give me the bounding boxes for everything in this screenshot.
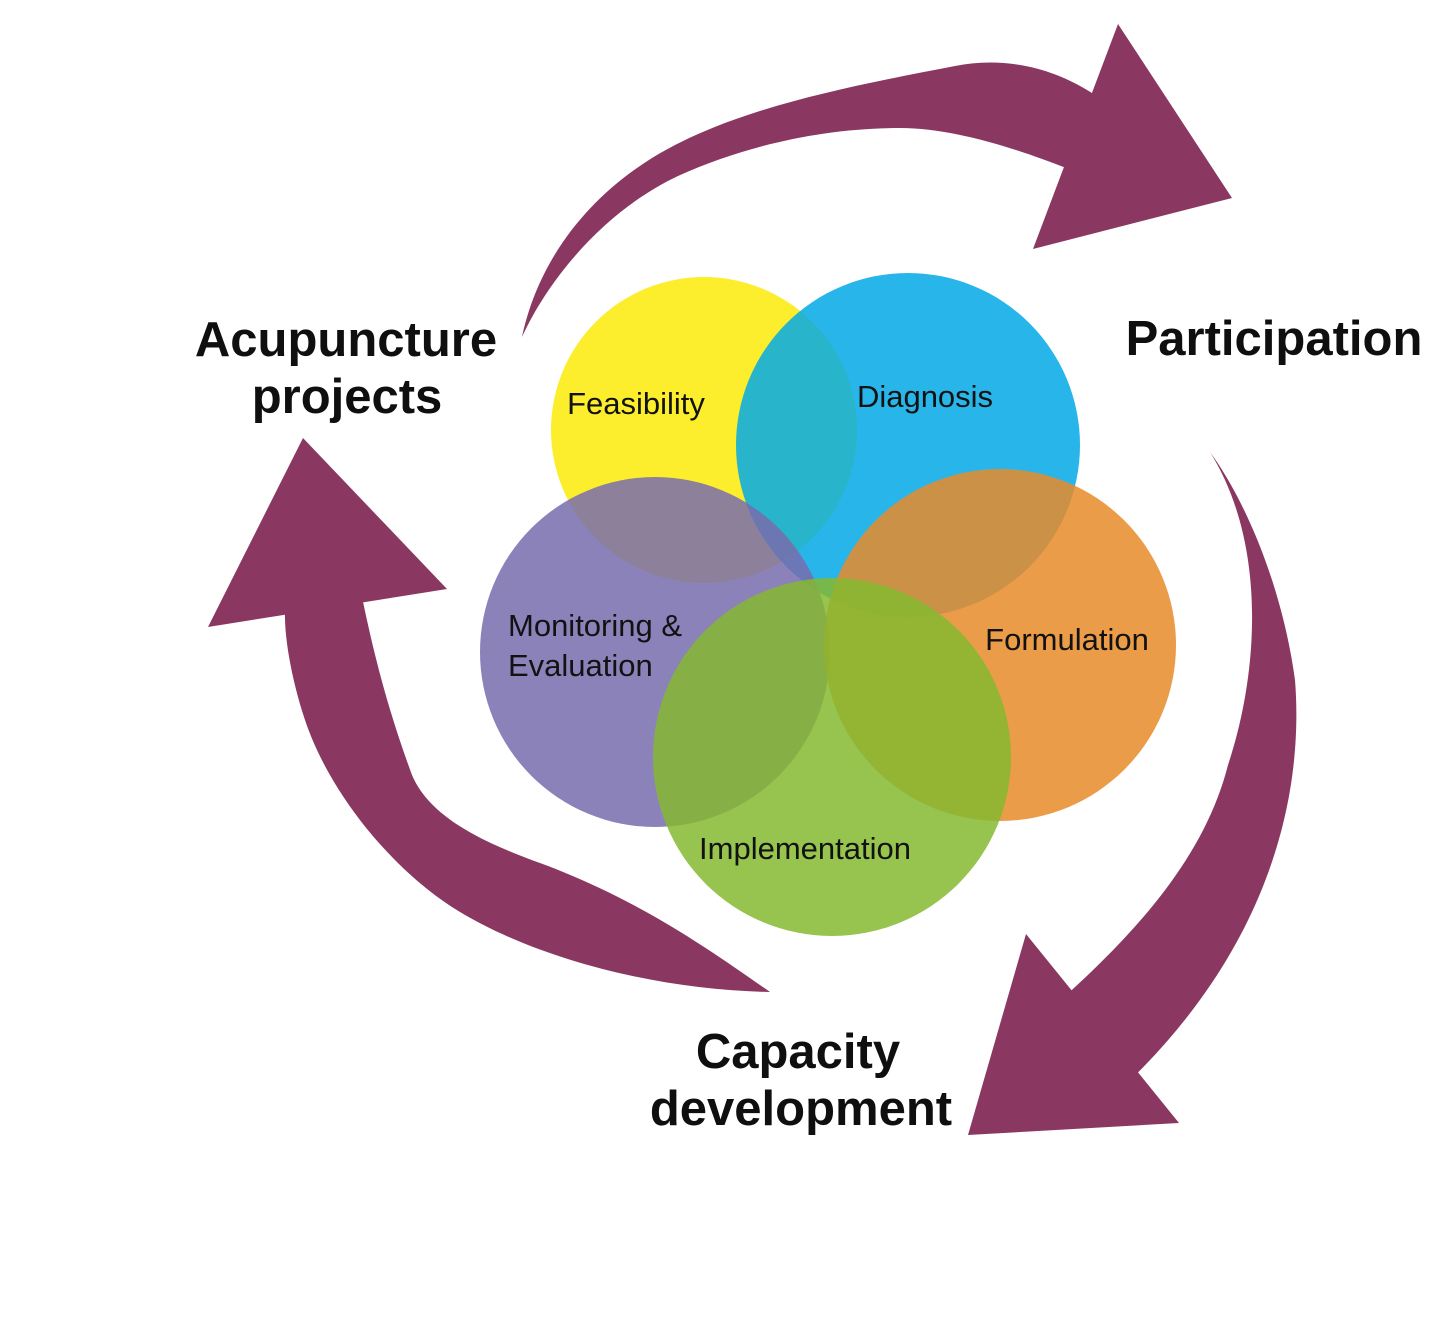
cycle-arrows xyxy=(208,24,1297,1135)
cycle-arrow-top-icon xyxy=(522,24,1232,337)
feasibility-label: Feasibility xyxy=(567,386,705,421)
acupuncture-projects-label-line1: Acupuncture xyxy=(195,313,497,367)
cycle-arrow-right-icon xyxy=(968,452,1297,1135)
formulation-label: Formulation xyxy=(985,622,1149,657)
capacity-development-label-line1: Capacity xyxy=(696,1025,900,1079)
cycle-arrow-left-icon xyxy=(208,438,770,992)
monitoring-evaluation-label-line2: Evaluation xyxy=(508,648,653,683)
stage-labels: Feasibility Diagnosis Formulation Implem… xyxy=(508,379,1149,866)
implementation-circle xyxy=(653,578,1011,936)
outer-labels: Acupuncture projects Participation Capac… xyxy=(195,312,1422,1136)
implementation-label: Implementation xyxy=(699,831,911,866)
monitoring-evaluation-label-line1: Monitoring & xyxy=(508,608,682,643)
diagnosis-label: Diagnosis xyxy=(857,379,993,414)
participation-label: Participation xyxy=(1126,312,1423,366)
venn-circles xyxy=(480,273,1176,936)
capacity-development-label-line2: development xyxy=(650,1082,952,1136)
acupuncture-projects-label-line2: projects xyxy=(252,370,443,424)
